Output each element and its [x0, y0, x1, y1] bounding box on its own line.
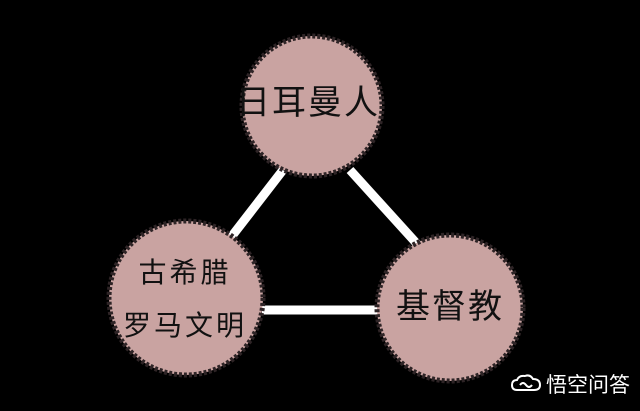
- node-greco-roman-civilization: [106, 218, 266, 378]
- watermark-text: 悟空问答: [546, 373, 630, 397]
- node-label-christianity: 基督教: [396, 287, 504, 327]
- node-label-greco-roman-line2: 罗马文明: [122, 309, 247, 342]
- connector-top-right: [346, 166, 422, 249]
- node-christianity: [374, 232, 526, 384]
- node-label-germanic-peoples: 日耳曼人: [236, 83, 380, 123]
- node-germanic-peoples: [239, 33, 385, 179]
- cloud-logo-icon: [511, 374, 541, 391]
- watermark: 悟空问答: [511, 369, 630, 399]
- node-label-greco-roman-line1: 古希腊: [138, 256, 232, 289]
- connector-top-left: [221, 167, 287, 248]
